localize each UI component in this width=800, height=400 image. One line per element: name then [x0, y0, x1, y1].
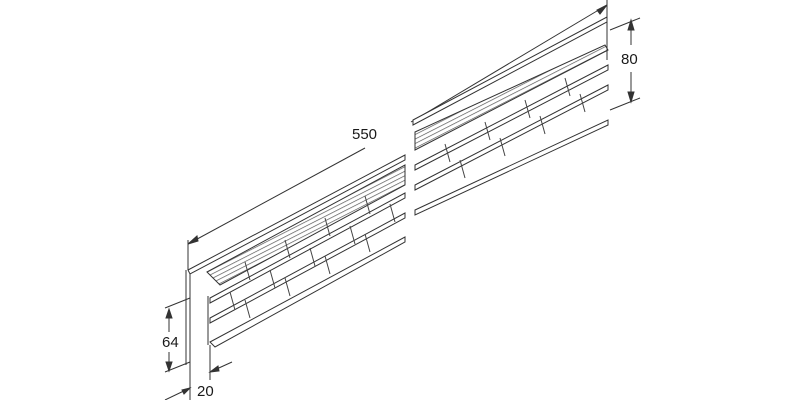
grille-right-section: [412, 16, 609, 216]
flange-height-dimension-label: 64: [162, 334, 179, 351]
grille-left-section: [185, 154, 406, 365]
depth-dimension-label: 20: [197, 383, 214, 400]
depth-dimension-line: [164, 345, 233, 400]
length-dimension-line: [187, 0, 608, 270]
height-dimension-line: [609, 17, 641, 111]
length-dimension-label: 550: [352, 126, 378, 143]
height-dimension-label: 80: [621, 51, 638, 68]
